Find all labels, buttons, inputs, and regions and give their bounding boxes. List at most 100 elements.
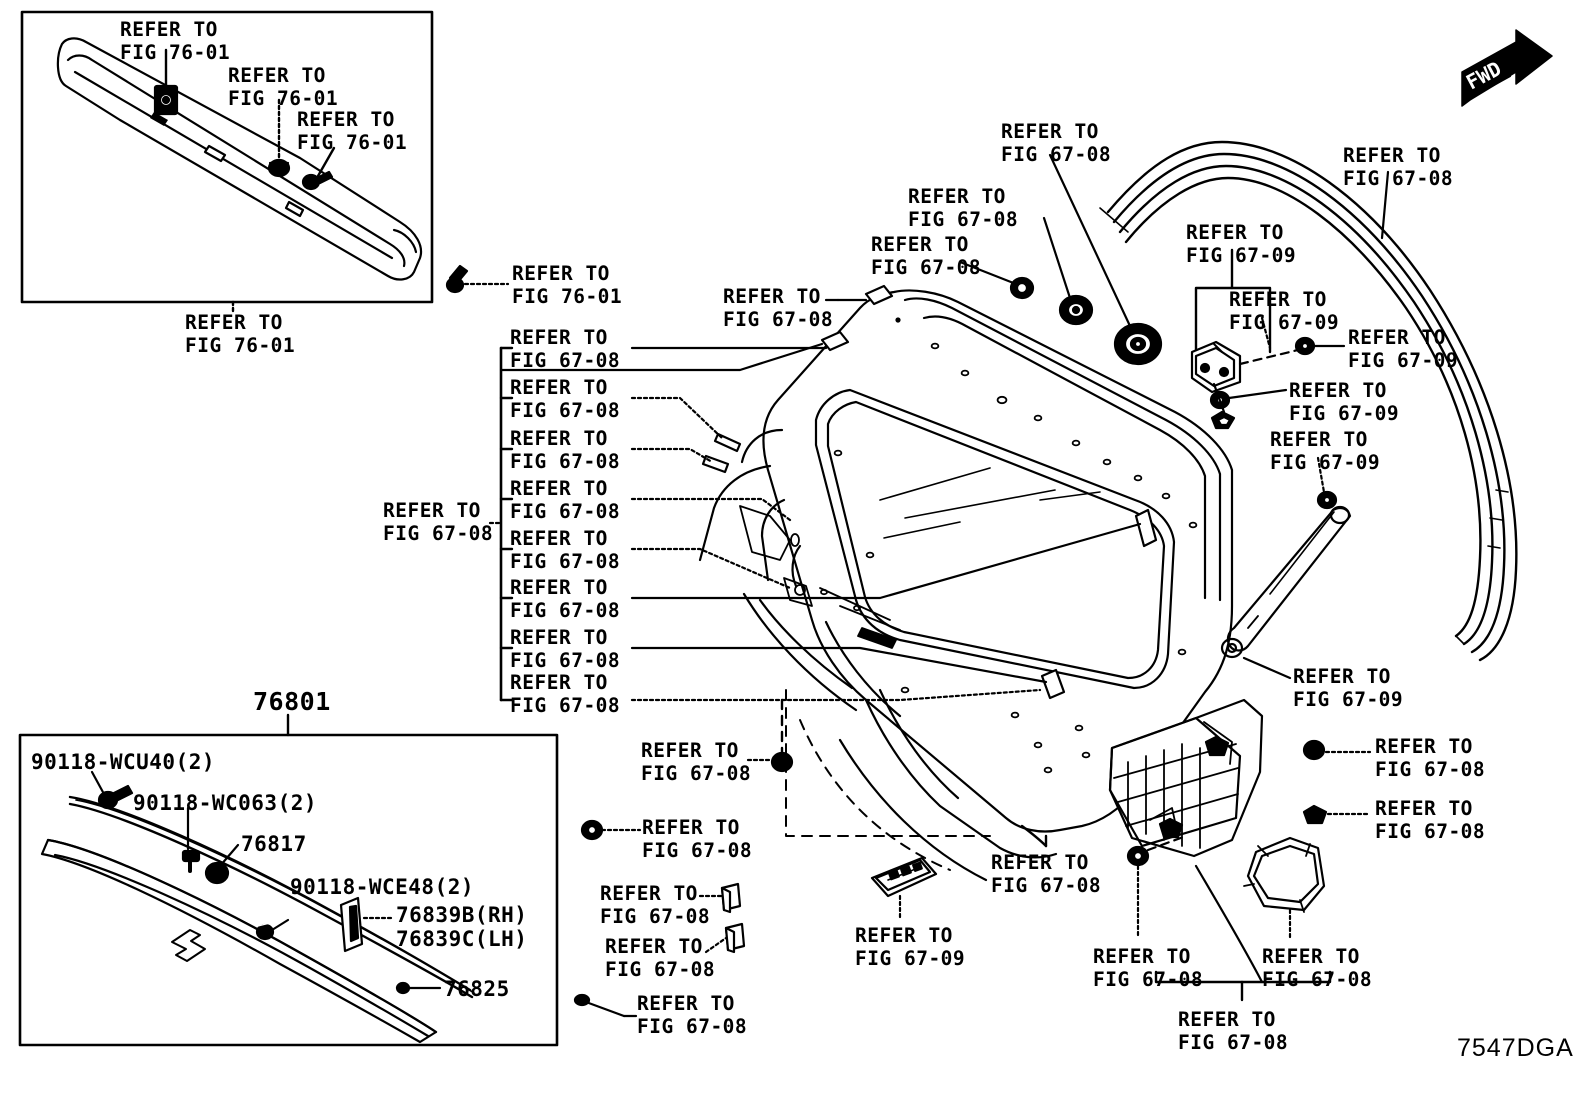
backdoor-lower-lip bbox=[838, 738, 988, 882]
label-line-1: REFER TO bbox=[1375, 735, 1473, 758]
label-line-1: REFER TO bbox=[510, 376, 608, 399]
fwd-arrow-icon bbox=[1461, 29, 1553, 107]
spoiler-clip-part bbox=[153, 84, 179, 116]
backdoor-hidden-outline bbox=[785, 689, 991, 837]
suzuki-emblem bbox=[171, 929, 206, 962]
backdoor-panel-outline bbox=[762, 289, 1234, 833]
backdoor-left-flange-b bbox=[740, 428, 784, 464]
stack-leader-6 bbox=[630, 522, 1142, 600]
label-line-2: FIG 67-08 bbox=[510, 550, 621, 573]
label-line-2: FIG 67-08 bbox=[510, 399, 621, 422]
grommet-small-1 bbox=[1009, 276, 1035, 300]
label-line-1: REFER TO bbox=[1293, 665, 1391, 688]
label-line-2: FIG 67-08 bbox=[510, 349, 621, 372]
label-line-1: REFER TO bbox=[510, 427, 608, 450]
label-line-1: REFER TO bbox=[908, 185, 1006, 208]
pin-clip bbox=[573, 993, 626, 1018]
label-line-2: FIG 76-01 bbox=[120, 41, 231, 64]
spoiler-tab-2 bbox=[203, 144, 227, 163]
label-line-1: REFER TO bbox=[1348, 326, 1446, 349]
glass-highlight-1 bbox=[879, 467, 991, 501]
leader-m09 bbox=[1227, 388, 1288, 400]
backdoor-top-rim2 bbox=[922, 315, 1207, 600]
hinge-assembly bbox=[1190, 340, 1242, 394]
label-line-2: FIG 76-01 bbox=[228, 87, 339, 110]
spoiler-screw-part bbox=[301, 170, 334, 191]
label-line-1: REFER TO bbox=[120, 18, 218, 41]
label-line-2: FIG 67-08 bbox=[510, 694, 621, 717]
weatherstrip bbox=[1099, 140, 1518, 662]
label-line-2: FIG 67-09 bbox=[1348, 349, 1459, 372]
label-line-2: FIG 76-01 bbox=[297, 131, 408, 154]
label-line-2: FIG 67-08 bbox=[641, 762, 752, 785]
garnish-body-top bbox=[46, 838, 438, 1034]
label-line-2: FIG 67-08 bbox=[908, 208, 1019, 231]
label-line-1: REFER TO bbox=[600, 882, 698, 905]
label-line-2: FIG 67-08 bbox=[1343, 167, 1454, 190]
backdoor-left-flange-a bbox=[698, 464, 772, 562]
spoiler-outline bbox=[56, 37, 423, 281]
part-76817 bbox=[204, 861, 230, 885]
label-line-2: FIG 67-08 bbox=[510, 599, 621, 622]
backdoor-top-rim bbox=[903, 297, 1222, 602]
striker-2 bbox=[820, 330, 850, 352]
label-line-2: FIG 67-09 bbox=[1289, 402, 1400, 425]
backdoor-window-opening bbox=[814, 388, 1176, 690]
label-line-1: REFER TO bbox=[1229, 288, 1327, 311]
backdoor-left-flange-c bbox=[760, 498, 786, 582]
part-number-p3: 76817 bbox=[241, 832, 307, 856]
inset-title-76801: 76801 bbox=[253, 687, 331, 716]
leader-m06-d bbox=[1260, 316, 1272, 350]
stack-leader-1b bbox=[499, 342, 824, 372]
leader-m19b bbox=[1020, 824, 1048, 848]
lower-trim-panel bbox=[1108, 698, 1264, 858]
label-line-2: FIG 76-01 bbox=[512, 285, 623, 308]
spoiler-inset-frame bbox=[20, 10, 434, 304]
label-line-2: FIG 67-08 bbox=[1093, 968, 1204, 991]
label-line-1: REFER TO bbox=[605, 935, 703, 958]
label-line-1: REFER TO bbox=[1289, 379, 1387, 402]
spoiler-plug-part bbox=[267, 158, 291, 178]
backdoor-left-flange-g bbox=[824, 620, 902, 718]
leader-m03 bbox=[1042, 216, 1072, 300]
stack-leader-3 bbox=[630, 447, 714, 464]
label-line-1: REFER TO bbox=[637, 992, 735, 1015]
label-line-2: FIG 67-09 bbox=[1270, 451, 1381, 474]
label-line-2: FIG 67-08 bbox=[723, 308, 834, 331]
part-number-p1: 90118-WCU40(2) bbox=[31, 750, 216, 774]
label-line-1: REFER TO bbox=[510, 626, 608, 649]
label-line-2: FIG 67-08 bbox=[991, 874, 1102, 897]
leader-m05 bbox=[958, 260, 1018, 286]
label-line-2: FIG 67-08 bbox=[510, 450, 621, 473]
label-line-1: REFER TO bbox=[297, 108, 395, 131]
label-line-1: REFER TO bbox=[641, 739, 739, 762]
part-number-p7: 76825 bbox=[444, 977, 510, 1001]
strut-nut bbox=[1316, 490, 1338, 510]
spoiler-tip bbox=[392, 228, 418, 254]
label-line-1: REFER TO bbox=[1375, 797, 1473, 820]
center-nut bbox=[580, 819, 604, 841]
label-line-2: FIG 67-09 bbox=[1229, 311, 1340, 334]
label-line-1: REFER TO bbox=[1001, 120, 1099, 143]
label-line-2: FIG 67-08 bbox=[1375, 820, 1486, 843]
stack-leader-2 bbox=[630, 396, 724, 440]
label-line-1: REFER TO bbox=[510, 527, 608, 550]
label-line-1: REFER TO bbox=[1178, 1008, 1276, 1031]
lower-nut-2 bbox=[1302, 804, 1328, 825]
leader-m08-d bbox=[1238, 348, 1300, 366]
label-line-2: FIG 67-09 bbox=[1293, 688, 1404, 711]
label-line-1: REFER TO bbox=[512, 262, 610, 285]
label-line-1: REFER TO bbox=[510, 576, 608, 599]
